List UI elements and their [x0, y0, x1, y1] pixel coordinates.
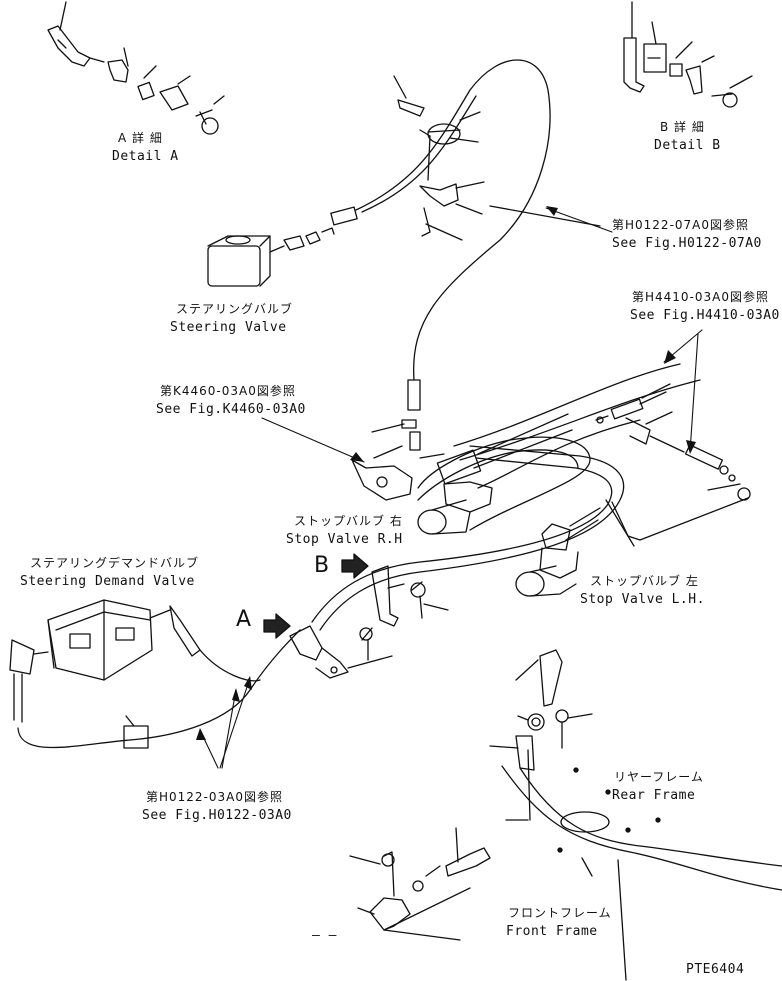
detail-a-label-jp: A 詳 細: [118, 131, 163, 145]
ref-h0122-03a0-jp: 第H0122-03A0図参照: [146, 790, 284, 804]
stop-valve-rh-assembly: [351, 363, 701, 535]
rear-frame: [489, 649, 782, 981]
h4410-components: [595, 383, 751, 501]
steering-valve-label-en: Steering Valve: [170, 320, 287, 335]
leader-lines: [199, 207, 703, 769]
detail-b-parts: [623, 1, 753, 108]
ref-h4410-03a0-en: See Fig.H4410-03A0: [630, 308, 780, 323]
front-frame-label-jp: フロントフレーム: [508, 906, 612, 920]
view-arrow-a: [263, 613, 291, 639]
detail-b-label-jp: B 詳 細: [660, 120, 705, 134]
stop-valve-rh-label-jp: ストップバルブ 右: [294, 514, 403, 528]
ref-h4410-03a0-jp: 第H4410-03A0図参照: [632, 290, 770, 304]
stop-valve-rh-label-en: Stop Valve R.H: [286, 532, 403, 547]
clamp-area: [289, 565, 449, 679]
rear-frame-label-en: Rear Frame: [612, 788, 696, 803]
steering-demand-valve-label-jp: ステアリングデマンドバルブ: [30, 556, 200, 570]
arrowheads: [196, 206, 696, 740]
front-frame-label-en: Front Frame: [506, 924, 598, 939]
ref-h0122-07a0-jp: 第H0122-07A0図参照: [612, 218, 750, 232]
steering-valve-assembly: [207, 59, 601, 411]
steering-demand-valve: [9, 599, 301, 749]
ref-h0122-03a0-en: See Fig.H0122-03A0: [142, 808, 292, 823]
ref-h0122-07a0-en: See Fig.H0122-07A0: [612, 236, 762, 251]
detail-a-parts: [47, 1, 225, 135]
steering-valve-label-jp: ステアリングバルブ: [176, 302, 294, 316]
ref-k4460-03a0-en: See Fig.K4460-03A0: [156, 402, 306, 417]
view-marker-b: B: [314, 553, 330, 578]
main-pipe-loop: [311, 436, 749, 631]
stop-valve-lh-label-jp: ストップバルブ 左: [590, 574, 699, 588]
stop-valve-lh-assembly: [515, 507, 601, 597]
ref-k4460-03a0-jp: 第K4460-03A0図参照: [160, 384, 296, 398]
steering-demand-valve-label-en: Steering Demand Valve: [20, 574, 195, 589]
dash-mark: – –: [312, 928, 337, 943]
view-marker-a: A: [236, 607, 252, 632]
detail-a-label-en: Detail A: [112, 149, 179, 164]
stop-valve-lh-label-en: Stop Valve L.H.: [580, 592, 705, 607]
rear-frame-label-jp: リヤーフレーム: [614, 770, 704, 784]
front-frame-bracket: [349, 827, 491, 941]
detail-b-label-en: Detail B: [654, 138, 721, 153]
drawing-code: PTE6404: [686, 962, 745, 977]
view-arrow-b: [341, 553, 369, 579]
